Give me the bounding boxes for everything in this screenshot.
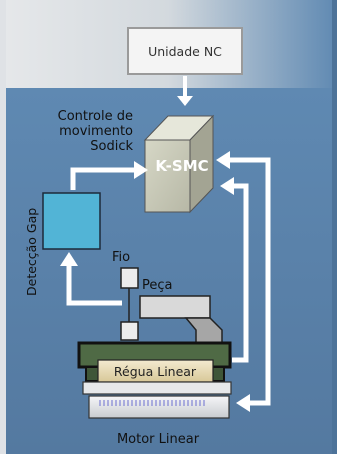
- svg-text:movimento: movimento: [59, 124, 133, 139]
- gap-detection-label: Detecção Gap: [24, 208, 39, 296]
- wire-label: Fio: [112, 250, 130, 265]
- feedback-scale-to-controller: [232, 183, 249, 363]
- upper-wire-guide: [120, 267, 139, 289]
- workpiece-label: Peça: [142, 278, 173, 293]
- feedback-motor-to-controller: [228, 157, 271, 406]
- feedback-motor-head: [216, 151, 230, 169]
- controller-cube: K-SMC: [143, 114, 215, 214]
- controller-label: K-SMC: [155, 157, 208, 175]
- svg-text:Sodick: Sodick: [90, 139, 133, 154]
- left-frame: [0, 0, 6, 454]
- arrow-nc-to-controller-head: [177, 96, 193, 106]
- right-frame: [332, 0, 337, 454]
- linear-scale-label: Régua Linear: [114, 364, 197, 379]
- arrow-gap-to-controller: [70, 167, 136, 190]
- nc-unit-box: Unidade NC: [127, 27, 243, 75]
- motor-coils: [99, 400, 205, 406]
- motor-carriage: [82, 381, 232, 395]
- arrow-gap-to-controller-head: [134, 161, 148, 179]
- linear-motor-label: Motor Linear: [117, 432, 200, 447]
- gap-detection-box: [42, 192, 101, 250]
- feedback-scale-head: [220, 177, 234, 195]
- svg-text:Controle de: Controle de: [58, 109, 133, 124]
- lower-wire-guide: [120, 321, 139, 341]
- motion-control-label: Controle de movimento Sodick: [58, 109, 134, 154]
- feedback-motor-tail: [236, 394, 250, 412]
- machine-arm: [139, 295, 223, 345]
- linear-scale: Régua Linear: [97, 359, 214, 383]
- arrow-work-to-gap: [66, 264, 122, 306]
- arrow-work-to-gap-head: [60, 252, 78, 266]
- nc-unit-label: Unidade NC: [148, 44, 222, 59]
- linear-motor: [88, 395, 230, 419]
